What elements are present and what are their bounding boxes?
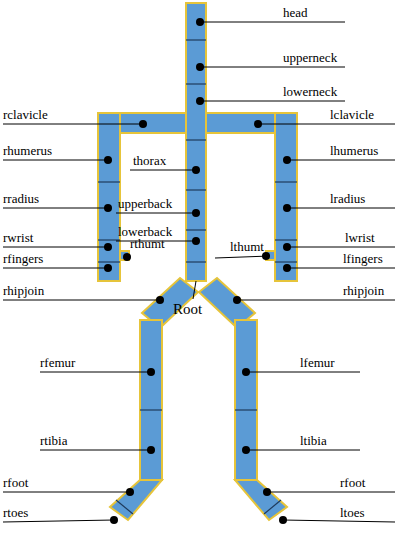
- part-label: rthumt: [130, 236, 165, 251]
- part-label: rradius: [3, 191, 39, 206]
- part-label: head: [283, 5, 308, 20]
- part-label: rwrist: [3, 230, 33, 245]
- part-label: rclavicle: [3, 107, 48, 122]
- part-label: ltoes: [340, 505, 365, 520]
- part-label: thorax: [133, 153, 166, 168]
- part-label: rfoot: [3, 475, 28, 490]
- part-label: lthumt: [230, 239, 264, 254]
- part-label: rfoot: [340, 475, 365, 490]
- part-label: lfemur: [300, 355, 335, 370]
- part-label: lowerneck: [283, 84, 337, 99]
- part-label: rhipjoin: [3, 283, 44, 298]
- part-label: Root: [173, 301, 202, 318]
- part-label: upperback: [118, 196, 172, 211]
- part-label: lfingers: [343, 251, 383, 266]
- part-label: lwrist: [345, 230, 375, 245]
- part-label: rhumerus: [3, 143, 52, 158]
- part-label: rtibia: [40, 433, 67, 448]
- part-label: rfingers: [3, 251, 43, 266]
- part-label: upperneck: [283, 50, 337, 65]
- part-label: lradius: [330, 191, 365, 206]
- part-label: ltibia: [300, 433, 327, 448]
- part-label: lhumerus: [330, 143, 378, 158]
- part-label: lclavicle: [330, 107, 374, 122]
- part-label: rtoes: [3, 505, 28, 520]
- part-label: rfemur: [40, 355, 75, 370]
- part-label: rhipjoin: [343, 283, 384, 298]
